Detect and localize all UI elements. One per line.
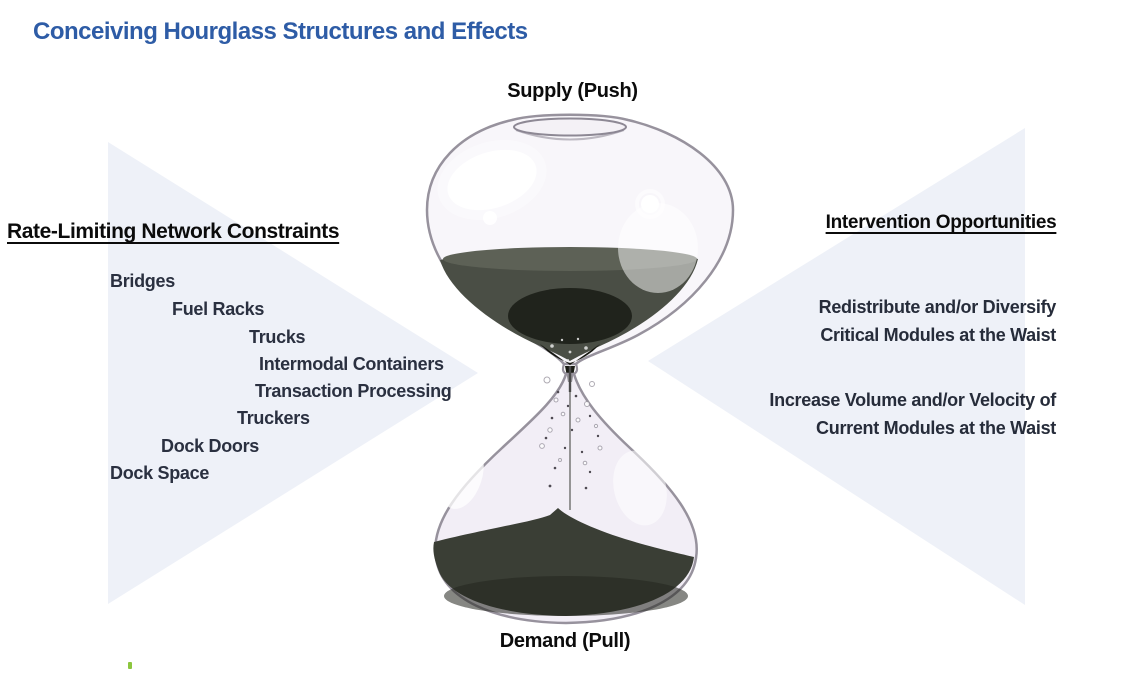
opportunity-text-increase-volume: Increase Volume and/or Velocity of Curre… bbox=[700, 386, 1056, 442]
opportunity-text-redistribute: Redistribute and/or Diversify Critical M… bbox=[700, 293, 1057, 349]
constraint-item-dock-space: Dock Space bbox=[110, 463, 210, 483]
neck-specks bbox=[544, 390, 600, 490]
funnel-specks bbox=[550, 337, 588, 361]
opportunity-line: Redistribute and/or Diversify bbox=[818, 297, 1057, 317]
opportunity-line: Critical Modules at the Waist bbox=[820, 325, 1056, 345]
neck-sparkles bbox=[539, 376, 603, 466]
glass-highlight bbox=[447, 149, 537, 211]
right-panel-heading: Intervention Opportunities bbox=[825, 212, 1057, 233]
sand-pile-shadow bbox=[444, 576, 688, 616]
constraint-item-dock-doors: Dock Doors bbox=[161, 436, 260, 456]
constraint-item-transaction-processing: Transaction Processing bbox=[255, 381, 452, 401]
left-triangle bbox=[108, 142, 478, 604]
sand-top-shadow bbox=[508, 288, 632, 344]
constraint-item-fuel-racks: Fuel Racks bbox=[172, 299, 265, 319]
glass-highlight bbox=[483, 211, 497, 225]
right-triangle bbox=[648, 128, 1025, 605]
left-panel-heading: Rate-Limiting Network Constraints bbox=[7, 220, 340, 243]
rim-shading bbox=[515, 129, 625, 141]
page-title: Conceiving Hourglass Structures and Effe… bbox=[33, 18, 528, 45]
constraint-item-truckers: Truckers bbox=[237, 408, 310, 428]
glass-highlight bbox=[464, 432, 476, 444]
hourglass-image bbox=[425, 113, 735, 625]
glass-highlight bbox=[440, 443, 484, 509]
glass-highlight bbox=[613, 450, 667, 526]
constraint-item-trucks: Trucks bbox=[249, 327, 306, 347]
constraint-item-intermodal-containers: Intermodal Containers bbox=[259, 354, 444, 374]
supply-push-label: Supply (Push) bbox=[507, 80, 638, 102]
opportunity-line: Increase Volume and/or Velocity of bbox=[769, 390, 1056, 410]
sand-funnel bbox=[540, 344, 600, 365]
glass-highlight bbox=[635, 189, 665, 219]
constraint-item-bridges: Bridges bbox=[110, 271, 175, 291]
hourglass-top-rim bbox=[513, 117, 627, 137]
glass-highlight bbox=[618, 203, 698, 293]
opportunity-line: Current Modules at the Waist bbox=[816, 418, 1056, 438]
green-mark bbox=[128, 662, 132, 669]
glass-highlight bbox=[641, 195, 659, 213]
demand-pull-label: Demand (Pull) bbox=[499, 630, 631, 652]
